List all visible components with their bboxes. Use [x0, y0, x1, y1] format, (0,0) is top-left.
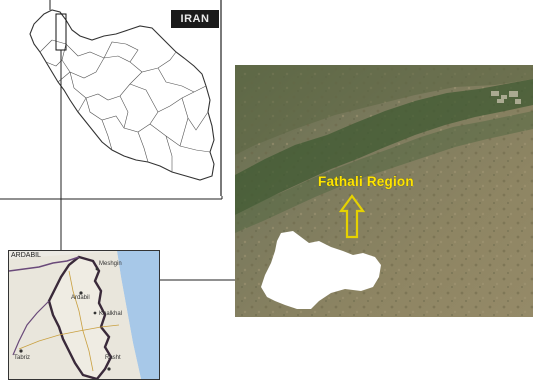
city-label: Rasht	[105, 355, 121, 361]
satellite-image	[235, 65, 533, 317]
province-map-panel: ARDABIL Tabriz Ardabil Rasht Meshgin Kha…	[8, 250, 160, 380]
study-area-polygon	[261, 231, 381, 309]
city-label: Ardabil	[71, 295, 90, 301]
province-map	[9, 251, 159, 379]
city-label: Meshgin	[99, 261, 122, 267]
province-label: ARDABIL	[11, 252, 41, 259]
satellite-image-panel: Fathali Region	[235, 65, 533, 317]
up-arrow-icon	[338, 194, 366, 239]
iran-label: IRAN	[180, 13, 210, 25]
iran-outline-map	[29, 0, 222, 196]
city-label: Khalkhal	[99, 311, 123, 317]
iran-map-panel: IRAN	[0, 0, 223, 196]
iran-label-box: IRAN	[171, 10, 219, 28]
region-label: Fathali Region	[318, 174, 414, 189]
city-label: Tabriz	[14, 355, 31, 361]
river-valley	[235, 79, 533, 215]
town-patch	[491, 91, 521, 104]
province-borders	[39, 39, 211, 172]
